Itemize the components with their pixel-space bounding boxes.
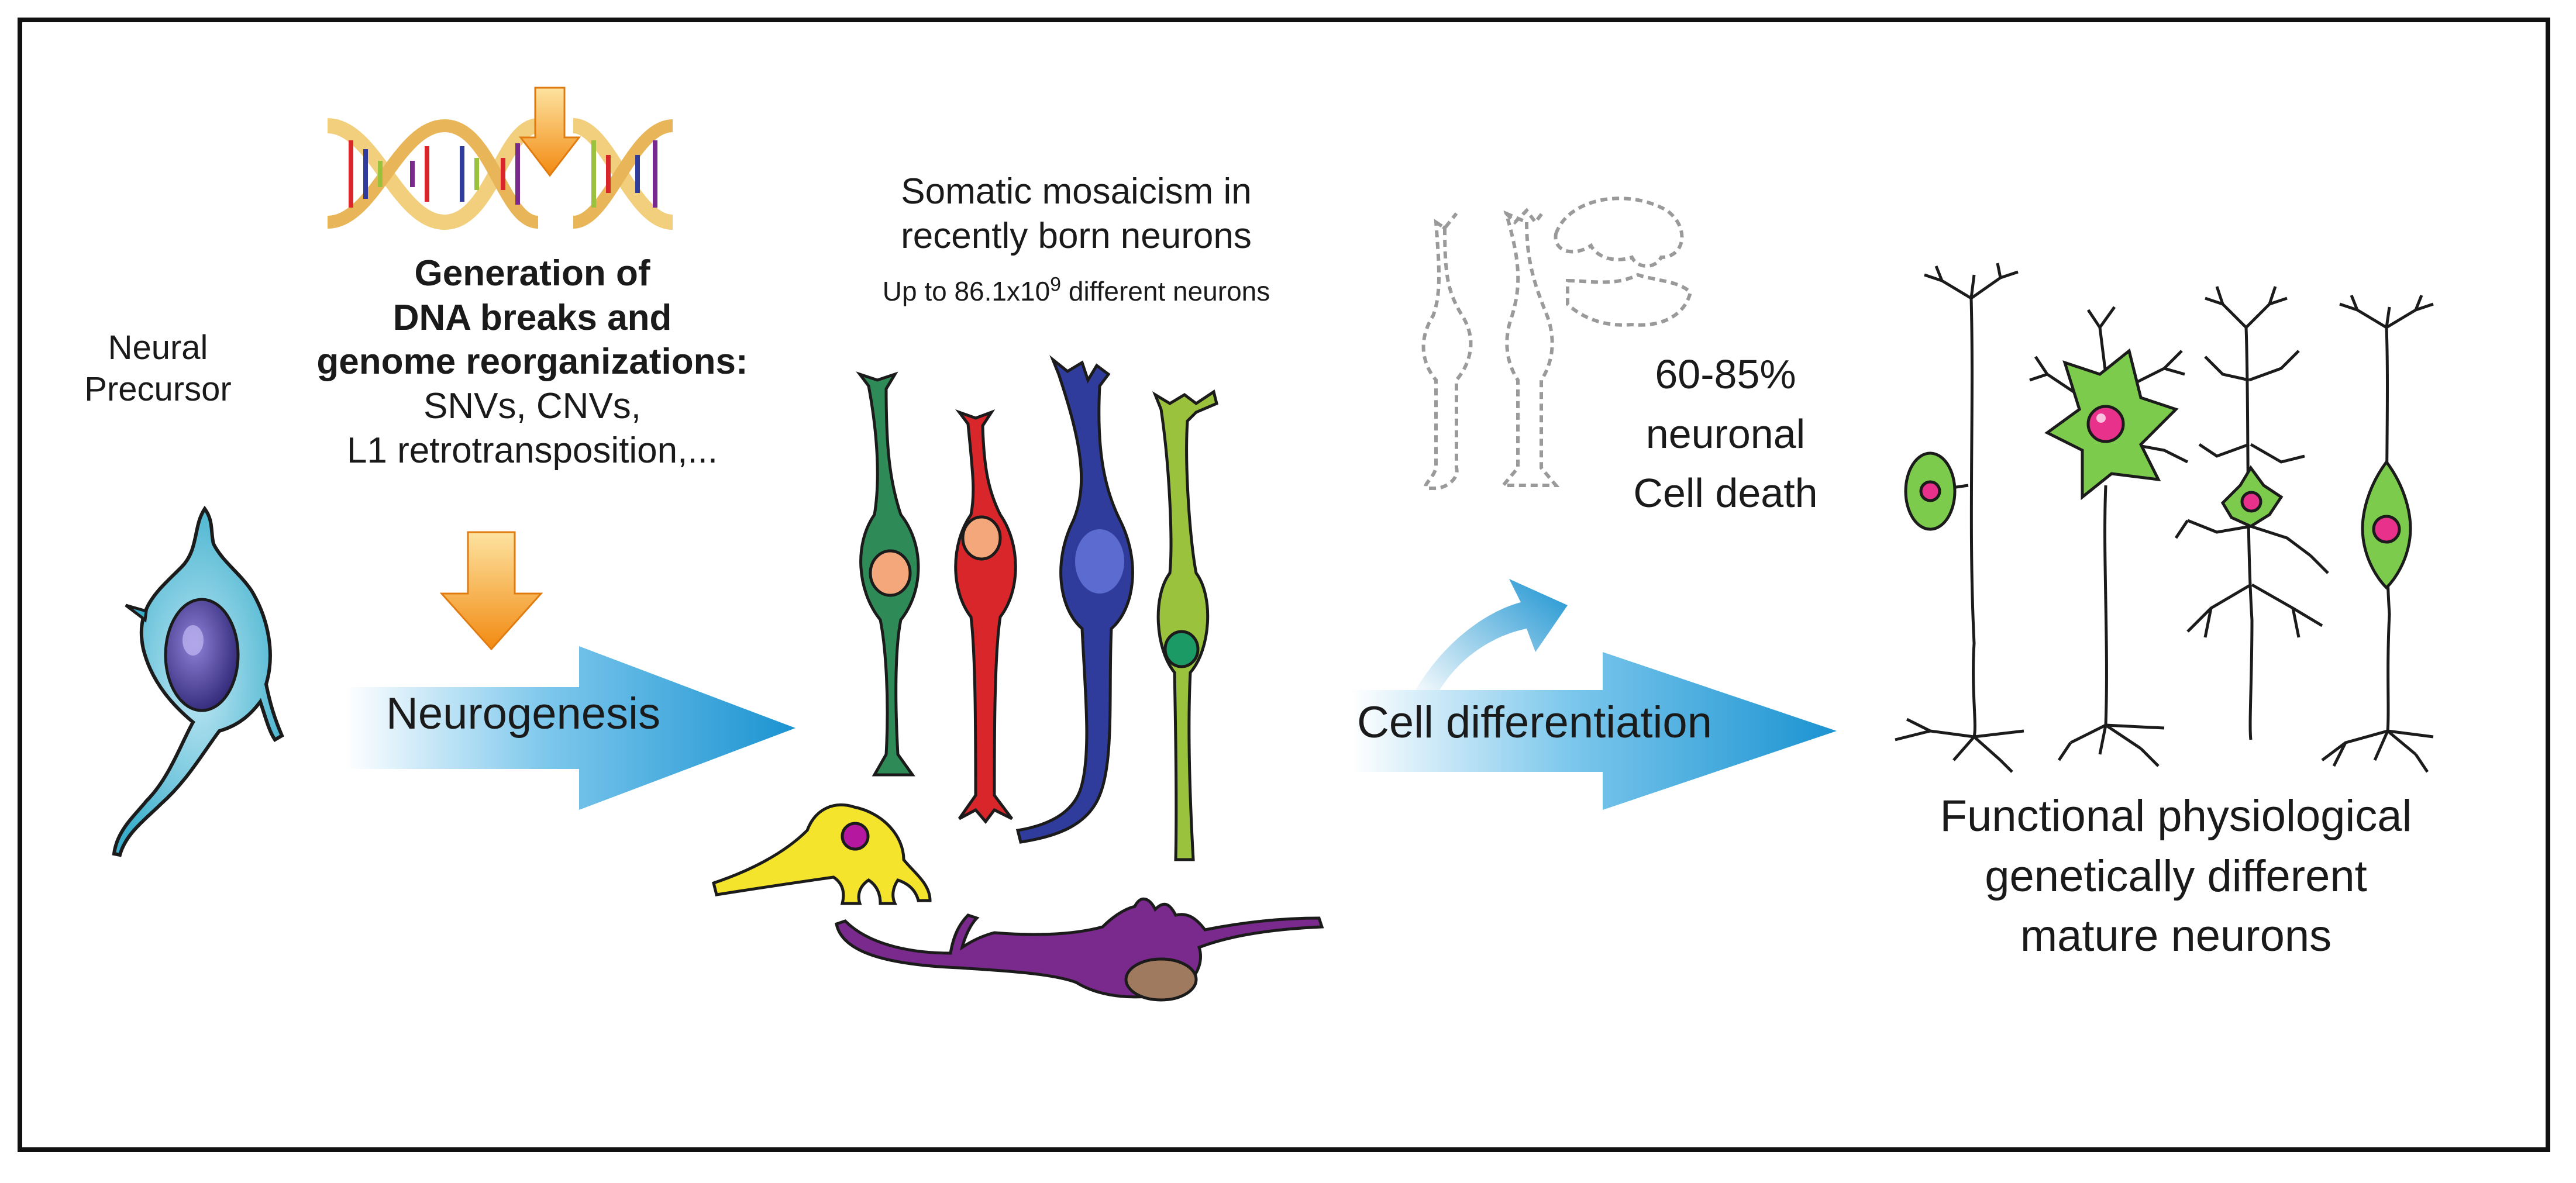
dna-heading-line-2: DNA breaks and xyxy=(392,297,672,338)
neuron-count-suffix: different neurons xyxy=(1068,276,1270,306)
precursor-line-2: Precursor xyxy=(84,370,232,408)
dna-breaks-label: Generation of DNA breaks and genome reor… xyxy=(275,251,790,472)
neuron-count-label: Up to 86.1x109 different neurons xyxy=(819,275,1334,308)
cell-death-line-2: neuronal xyxy=(1645,411,1806,457)
dna-types-line-2: L1 retrotransposition,... xyxy=(346,430,718,471)
somatic-mosaicism-label: Somatic mosaicism in recently born neuro… xyxy=(819,170,1334,258)
mature-line-1: Functional physiological xyxy=(1940,791,2412,841)
dna-heading-line-1: Generation of xyxy=(414,253,650,294)
cell-death-arrow-icon xyxy=(1416,579,1568,702)
mature-line-3: mature neurons xyxy=(2020,911,2332,961)
mature-line-2: genetically different xyxy=(1985,851,2367,901)
mosaicism-line-2: recently born neurons xyxy=(901,215,1252,256)
neurogenesis-arrow-icon xyxy=(345,646,795,810)
mature-neuron-somas xyxy=(1904,348,2412,590)
cell-differentiation-arrow-icon xyxy=(1351,652,1837,810)
neurogenesis-label: Neurogenesis xyxy=(386,689,660,739)
dying-neurons xyxy=(1421,196,1693,490)
mature-neurons-label: Functional physiological genetically dif… xyxy=(1837,787,2515,967)
mature-neurons xyxy=(1895,263,2434,773)
neural-precursor-label: Neural Precursor xyxy=(70,327,246,411)
mosaicism-line-1: Somatic mosaicism in xyxy=(901,171,1252,212)
dna-break-arrow-icon xyxy=(518,87,581,177)
cell-death-line-1: 60-85% xyxy=(1655,351,1796,397)
figure-frame xyxy=(18,18,2550,1152)
cell-death-line-3: Cell death xyxy=(1633,470,1818,516)
recently-born-neurons xyxy=(712,355,1324,1002)
neuron-count-prefix: Up to 86.1x10 xyxy=(882,276,1051,306)
dna-helix-icon xyxy=(326,118,674,230)
dna-heading-line-3: genome reorganizations: xyxy=(316,342,748,382)
neuron-count-exponent: 9 xyxy=(1050,273,1062,296)
precursor-line-1: Neural xyxy=(108,329,208,367)
dna-types-line-1: SNVs, CNVs, xyxy=(423,385,642,426)
cell-death-label: 60-85% neuronal Cell death xyxy=(1579,345,1872,523)
cell-differentiation-label: Cell differentiation xyxy=(1357,698,1712,747)
orange-down-arrow-icon xyxy=(439,531,543,651)
neural-precursor-cell xyxy=(112,505,284,857)
